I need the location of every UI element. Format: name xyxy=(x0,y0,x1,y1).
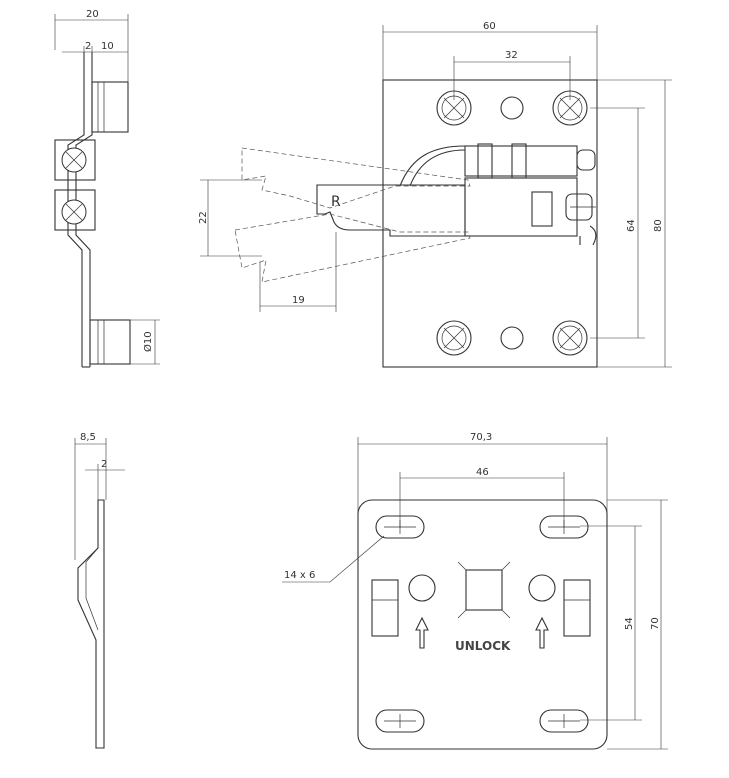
dim-lower-slot-spacing: 46 xyxy=(476,467,489,478)
dim-lower-slot-vertical: 54 xyxy=(624,617,635,630)
unlock-label: UNLOCK xyxy=(455,639,511,653)
slot-top-left xyxy=(375,515,425,539)
base-plate xyxy=(357,499,608,750)
dim-side-thickness: 2 xyxy=(85,41,91,52)
dim-plate-height: 80 xyxy=(653,219,664,232)
side-view-top: 20 2 10 Ø10 xyxy=(54,9,160,368)
dim-side-offset: 10 xyxy=(101,41,114,52)
hole-right xyxy=(528,574,556,602)
tab-right xyxy=(563,579,591,637)
slot-size-label: 14 x 6 xyxy=(284,570,315,581)
slot-bottom-right xyxy=(539,709,589,733)
dim-plate-width: 60 xyxy=(483,21,496,32)
dim-swing: 22 xyxy=(198,211,209,224)
dim-lower-thickness: 2 xyxy=(101,459,107,470)
tab-left xyxy=(371,579,399,637)
latch-view: 60 32 80 64 xyxy=(198,21,672,368)
dim-lever-offset: 19 xyxy=(292,295,305,306)
screw-bottom-right xyxy=(552,320,588,356)
dim-lower-side-width: 8,5 xyxy=(80,432,96,443)
arrow-up-right-icon xyxy=(535,616,549,649)
r-mark: R xyxy=(331,194,341,210)
center-hole-bottom xyxy=(500,326,524,350)
dim-pin-diameter: Ø10 xyxy=(142,331,154,352)
screw-top-right xyxy=(552,90,588,126)
dim-lower-plate-width: 70,3 xyxy=(470,432,492,443)
screw-bottom-left xyxy=(436,320,472,356)
dim-side-width: 20 xyxy=(86,9,99,20)
screw-top-left xyxy=(436,90,472,126)
dim-hole-spacing: 32 xyxy=(505,50,518,61)
center-feature xyxy=(465,569,503,611)
base-plate-view: 70,3 46 70 54 xyxy=(282,432,668,750)
dim-lower-plate-height: 70 xyxy=(650,617,661,630)
center-hole-top xyxy=(500,96,524,120)
side-view-bottom: 8,5 2 xyxy=(74,432,125,749)
slot-bottom-left xyxy=(375,709,425,733)
slot-top-right xyxy=(539,515,589,539)
hole-left xyxy=(408,574,436,602)
arrow-up-left-icon xyxy=(415,616,429,649)
dim-hole-vertical: 64 xyxy=(626,219,637,232)
